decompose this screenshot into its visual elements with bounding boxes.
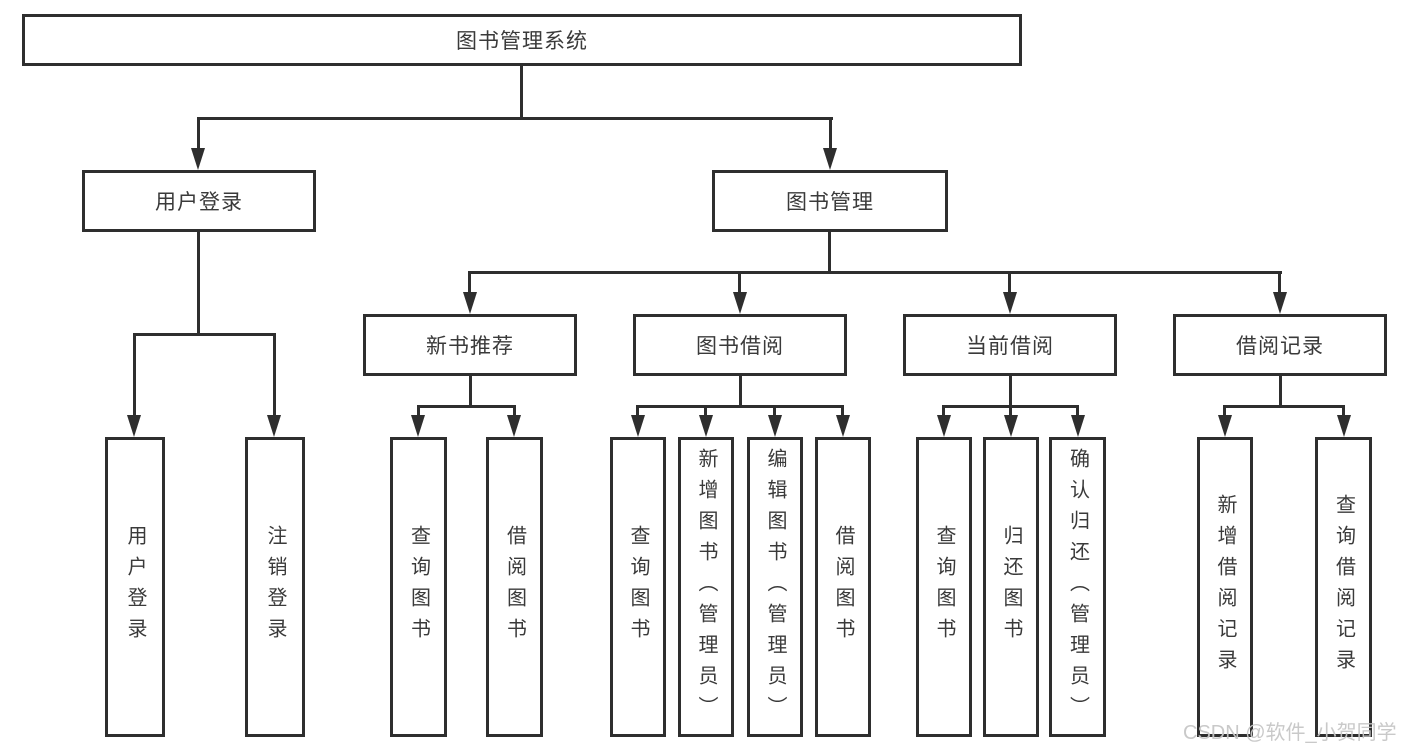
- leaf-borrow-book: 借阅图书: [815, 437, 871, 737]
- leaf-logout-login-label: 注销登录: [264, 525, 286, 649]
- connector-line: [468, 271, 1282, 274]
- node-book-management-label: 图书管理: [786, 191, 874, 214]
- arrowhead-down-icon: [1218, 415, 1232, 437]
- connector-line: [1223, 408, 1226, 417]
- leaf-query-book-recommend-label: 查询图书: [407, 525, 430, 649]
- node-new-book-recommend-label: 新书推荐: [426, 335, 514, 358]
- connector-line: [942, 405, 1079, 408]
- connector-line: [417, 408, 420, 417]
- connector-line: [133, 333, 276, 336]
- connector-line: [1009, 408, 1012, 417]
- arrowhead-down-icon: [1273, 292, 1287, 314]
- connector-line: [273, 336, 276, 416]
- connector-line: [417, 405, 516, 408]
- leaf-query-book-current: 查询图书: [916, 437, 972, 737]
- arrowhead-down-icon: [768, 415, 782, 437]
- connector-line: [469, 376, 472, 408]
- connector-line: [829, 120, 832, 150]
- leaf-borrow-book-label: 借阅图书: [832, 525, 854, 649]
- connector-line: [1279, 376, 1282, 408]
- arrowhead-down-icon: [463, 292, 477, 314]
- arrowhead-down-icon: [127, 415, 141, 437]
- leaf-edit-book-admin-label: 编辑图书（管理员）: [764, 447, 786, 727]
- csdn-watermark: CSDN @软件_小贺同学: [1183, 722, 1397, 744]
- connector-line: [520, 66, 523, 120]
- connector-line: [133, 336, 136, 416]
- leaf-add-book-admin-label: 新增图书（管理员）: [695, 447, 717, 727]
- connector-line: [1223, 405, 1345, 408]
- arrowhead-down-icon: [836, 415, 850, 437]
- connector-line: [197, 232, 200, 335]
- node-new-book-recommend: 新书推荐: [363, 314, 577, 376]
- node-library-system: 图书管理系统: [22, 14, 1022, 66]
- arrowhead-down-icon: [507, 415, 521, 437]
- leaf-query-borrow-record: 查询借阅记录: [1315, 437, 1372, 737]
- connector-line: [1278, 274, 1281, 296]
- leaf-edit-book-admin: 编辑图书（管理员）: [747, 437, 803, 737]
- connector-line: [513, 408, 516, 417]
- leaf-query-borrow-record-label: 查询借阅记录: [1332, 494, 1355, 680]
- arrowhead-down-icon: [411, 415, 425, 437]
- node-user-login: 用户登录: [82, 170, 316, 232]
- leaf-query-book-recommend: 查询图书: [390, 437, 447, 737]
- connector-line: [636, 408, 639, 417]
- connector-line: [828, 232, 831, 274]
- leaf-query-book-current-label: 查询图书: [933, 525, 955, 649]
- connector-line: [197, 120, 200, 150]
- arrowhead-down-icon: [937, 415, 951, 437]
- arrowhead-down-icon: [267, 415, 281, 437]
- connector-line: [942, 408, 945, 417]
- leaf-user-login: 用户登录: [105, 437, 165, 737]
- connector-line: [1009, 376, 1012, 408]
- leaf-logout-login: 注销登录: [245, 437, 305, 737]
- leaf-borrow-book-recommend-label: 借阅图书: [503, 525, 526, 649]
- leaf-add-borrow-record-label: 新增借阅记录: [1214, 494, 1236, 680]
- arrowhead-down-icon: [1004, 415, 1018, 437]
- leaf-return-book-label: 归还图书: [1000, 525, 1022, 649]
- arrowhead-down-icon: [1003, 292, 1017, 314]
- leaf-query-book-borrow-label: 查询图书: [627, 525, 649, 649]
- node-book-borrowing: 图书借阅: [633, 314, 847, 376]
- connector-line: [468, 274, 471, 296]
- node-current-borrowing-label: 当前借阅: [966, 335, 1054, 358]
- leaf-add-borrow-record: 新增借阅记录: [1197, 437, 1253, 737]
- leaf-confirm-return-admin: 确认归还（管理员）: [1049, 437, 1106, 737]
- leaf-borrow-book-recommend: 借阅图书: [486, 437, 543, 737]
- connector-line: [1342, 408, 1345, 417]
- node-user-login-label: 用户登录: [155, 191, 243, 214]
- connector-line: [1008, 274, 1011, 296]
- node-book-management: 图书管理: [712, 170, 948, 232]
- connector-line: [773, 408, 776, 417]
- leaf-return-book: 归还图书: [983, 437, 1039, 737]
- leaf-confirm-return-admin-label: 确认归还（管理员）: [1066, 447, 1089, 727]
- leaf-add-book-admin: 新增图书（管理员）: [678, 437, 734, 737]
- arrowhead-down-icon: [823, 148, 837, 170]
- node-library-system-label: 图书管理系统: [456, 30, 588, 53]
- connector-line: [738, 274, 741, 296]
- arrowhead-down-icon: [1071, 415, 1085, 437]
- node-book-borrowing-label: 图书借阅: [696, 335, 784, 358]
- connector-line: [636, 405, 844, 408]
- leaf-query-book-borrow: 查询图书: [610, 437, 666, 737]
- arrowhead-down-icon: [191, 148, 205, 170]
- arrowhead-down-icon: [699, 415, 713, 437]
- connector-line: [704, 408, 707, 417]
- arrowhead-down-icon: [733, 292, 747, 314]
- connector-line: [197, 117, 833, 120]
- node-borrowing-records-label: 借阅记录: [1236, 335, 1324, 358]
- node-borrowing-records: 借阅记录: [1173, 314, 1387, 376]
- arrowhead-down-icon: [1337, 415, 1351, 437]
- connector-line: [841, 408, 844, 417]
- node-current-borrowing: 当前借阅: [903, 314, 1117, 376]
- leaf-user-login-label: 用户登录: [124, 525, 146, 649]
- arrowhead-down-icon: [631, 415, 645, 437]
- connector-line: [739, 376, 742, 408]
- connector-line: [1076, 408, 1079, 417]
